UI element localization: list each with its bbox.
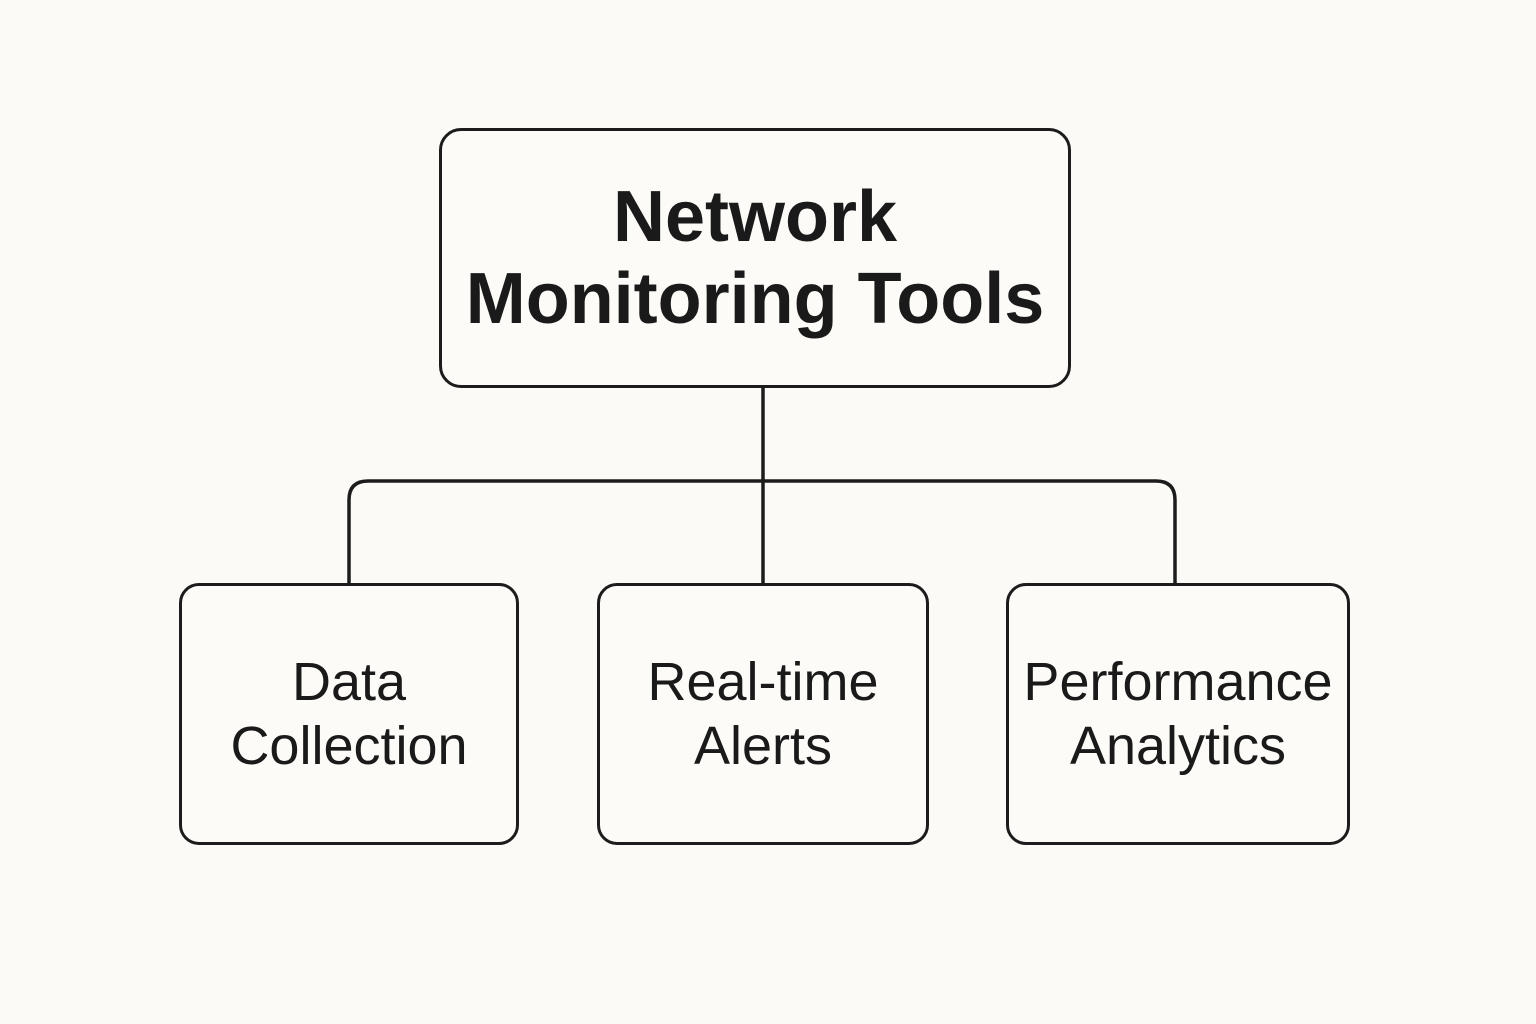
- root-node-label: Network Monitoring Tools: [466, 176, 1045, 340]
- child-node-label: Performance Analytics: [1023, 650, 1332, 778]
- child-node-label-line1: Performance: [1023, 652, 1333, 712]
- root-node-network-monitoring-tools: Network Monitoring Tools: [439, 128, 1071, 388]
- child-node-performance-analytics: Performance Analytics: [1006, 583, 1350, 845]
- child-node-data-collection: Data Collection: [179, 583, 519, 845]
- child-node-label: Data Collection: [230, 650, 467, 778]
- root-node-label-line2: Monitoring Tools: [465, 259, 1045, 339]
- child-node-label-line2: Alerts: [693, 716, 833, 776]
- child-node-real-time-alerts: Real-time Alerts: [597, 583, 929, 845]
- child-node-label: Real-time Alerts: [647, 650, 878, 778]
- child-node-label-line1: Real-time: [647, 652, 879, 712]
- child-node-label-line1: Data: [291, 652, 407, 712]
- branch-horizontal-connector: [347, 479, 1177, 585]
- root-node-label-line1: Network: [612, 177, 898, 257]
- child-node-label-line2: Collection: [230, 716, 468, 776]
- child-node-label-line2: Analytics: [1069, 716, 1287, 776]
